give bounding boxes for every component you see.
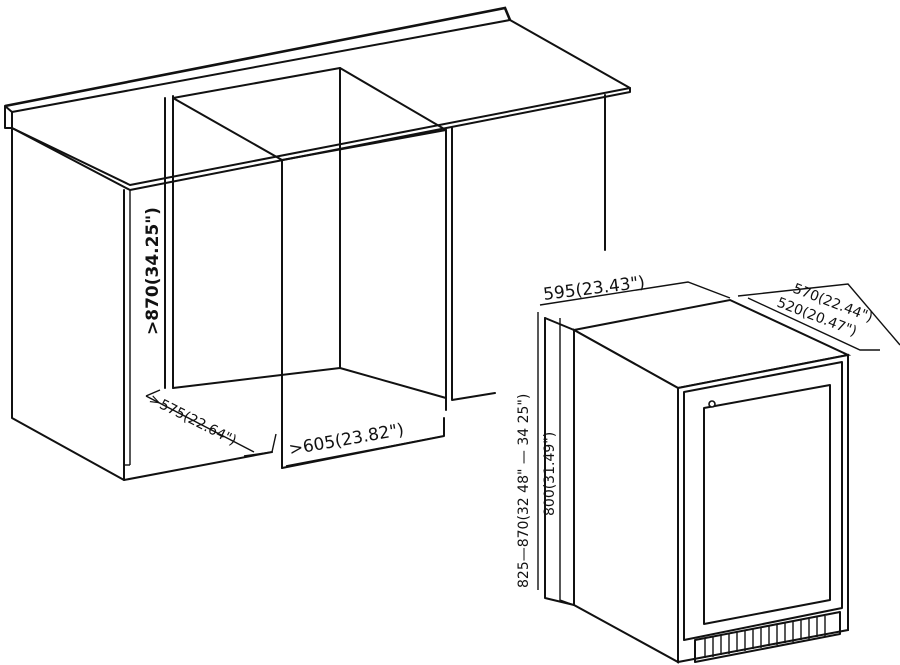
fridge-vent-grille bbox=[694, 611, 841, 663]
cabinet-side-panel bbox=[11, 127, 273, 481]
cabinet-depth-dimension bbox=[145, 389, 277, 457]
cabinet-depth-label: >575(22.64") bbox=[146, 391, 239, 449]
fridge-height-range-label: 825—870(32 48" — 34 25") bbox=[516, 394, 532, 588]
cabinet-width-dimension bbox=[285, 435, 445, 467]
fridge-height-label: 800(31.49") bbox=[542, 432, 558, 516]
cabinet-opening bbox=[164, 67, 606, 469]
cabinet-height-label: >870(34.25") bbox=[143, 207, 163, 335]
cabinet-height-dimension bbox=[124, 190, 131, 466]
countertop bbox=[4, 6, 631, 191]
wine-fridge bbox=[544, 298, 852, 664]
fridge-width-label: 595(23.43") bbox=[542, 273, 646, 305]
